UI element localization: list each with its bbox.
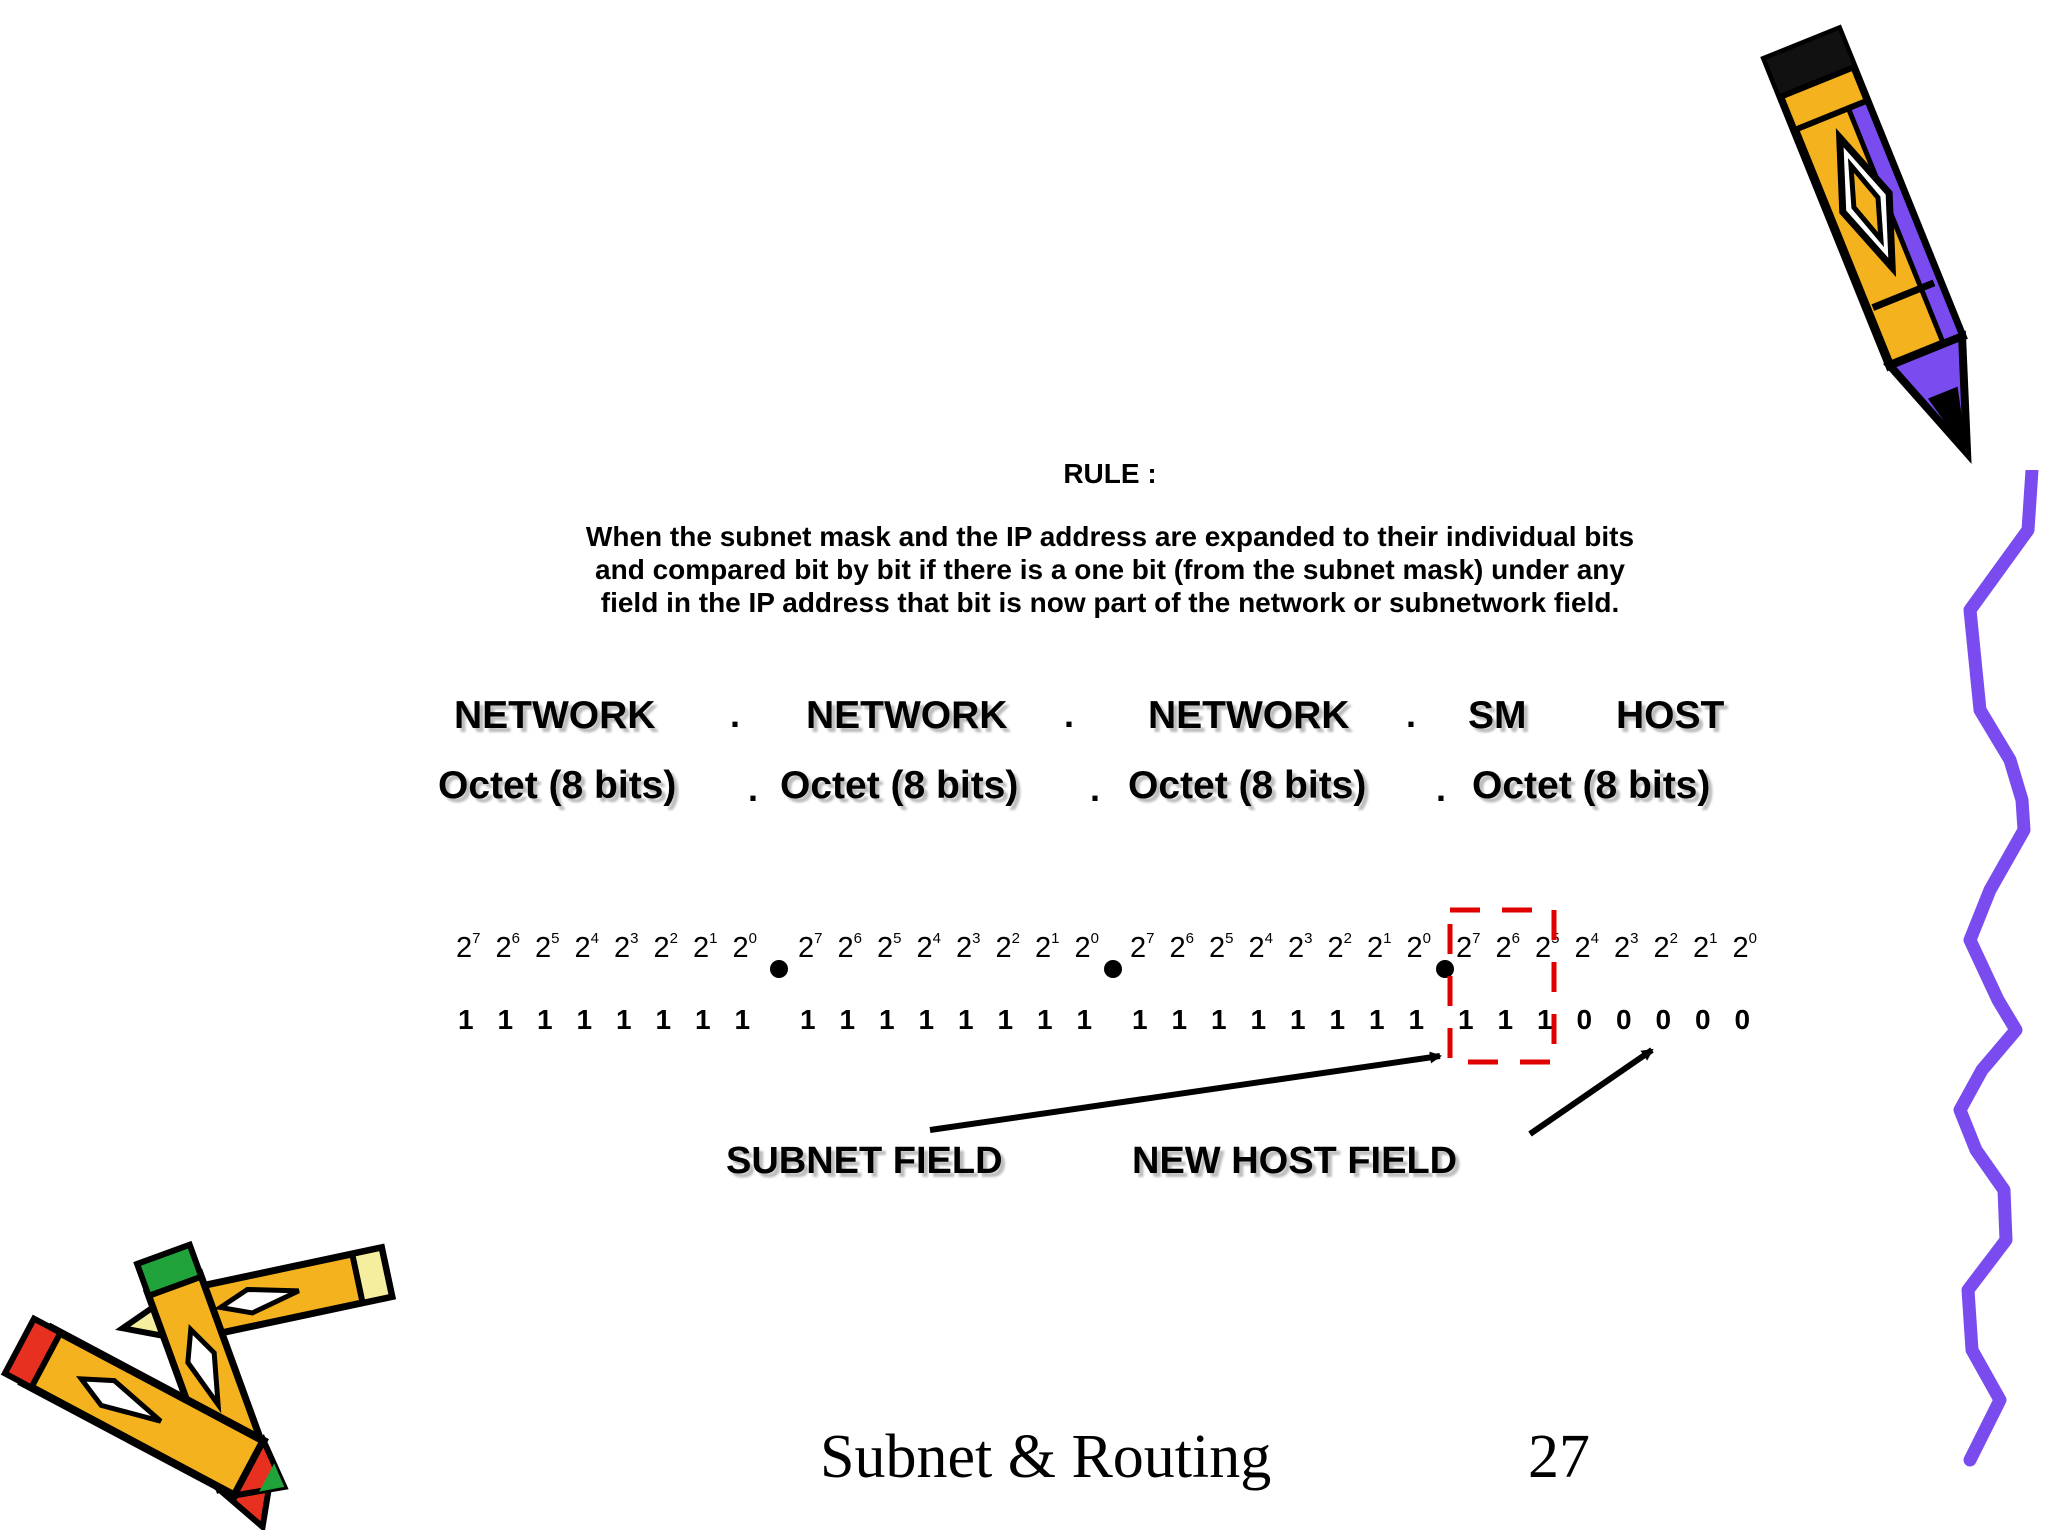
crossed-pencils-icon bbox=[0, 1240, 397, 1530]
dot-separator: . bbox=[1090, 768, 1101, 809]
power-of-two: 25 bbox=[877, 930, 902, 964]
bit-value: 1 bbox=[576, 1004, 593, 1035]
bit-value: 1 bbox=[695, 1004, 711, 1035]
power-of-two: 25 bbox=[535, 930, 560, 964]
octet-dot bbox=[770, 960, 788, 978]
field-header-network-1: NETWORK bbox=[454, 694, 656, 737]
bit-value: 1 bbox=[1171, 1004, 1188, 1035]
dot-separator: . bbox=[1064, 694, 1075, 735]
field-header-network-2: NETWORK bbox=[806, 694, 1008, 737]
rule-text: When the subnet mask and the IP address … bbox=[420, 520, 1800, 619]
power-of-two: 25 bbox=[1209, 930, 1234, 964]
pencil-icon bbox=[1760, 24, 1972, 464]
bit-value: 0 bbox=[1695, 1004, 1711, 1035]
power-of-two: 27 bbox=[1130, 930, 1155, 964]
power-of-two: 26 bbox=[1495, 930, 1520, 964]
octet-label-1: Octet (8 bits) bbox=[438, 764, 677, 807]
power-of-two: 26 bbox=[837, 930, 862, 964]
power-of-two: 22 bbox=[653, 930, 678, 964]
bit-value: 1 bbox=[497, 1004, 514, 1035]
bit-value: 1 bbox=[918, 1004, 935, 1035]
octet-dot bbox=[1104, 960, 1122, 978]
bit-value: 1 bbox=[458, 1004, 474, 1035]
power-of-two: 20 bbox=[1406, 930, 1431, 964]
bit-value: 1 bbox=[879, 1004, 895, 1035]
power-of-two: 27 bbox=[1456, 930, 1481, 964]
power-of-two: 22 bbox=[1653, 930, 1678, 964]
power-of-two: 27 bbox=[798, 930, 823, 964]
field-header-host: HOST bbox=[1616, 694, 1725, 737]
bit-value: 1 bbox=[839, 1004, 856, 1035]
power-of-two: 20 bbox=[732, 930, 757, 964]
bit-value: 0 bbox=[1655, 1004, 1672, 1035]
field-header-sm: SM bbox=[1468, 694, 1527, 737]
bit-value: 1 bbox=[1537, 1004, 1553, 1035]
bit-value: 1 bbox=[537, 1004, 553, 1035]
power-of-two: 26 bbox=[1169, 930, 1194, 964]
rule-line: and compared bit by bit if there is a on… bbox=[595, 554, 1625, 585]
rule-line: When the subnet mask and the IP address … bbox=[585, 521, 1635, 552]
dot-separator: . bbox=[1406, 694, 1417, 735]
bit-value: 1 bbox=[958, 1004, 974, 1035]
dot-separator: . bbox=[1436, 768, 1447, 809]
bit-value: 1 bbox=[734, 1004, 751, 1035]
dot-separator: . bbox=[730, 694, 741, 735]
bit-value: 1 bbox=[1211, 1004, 1227, 1035]
power-of-two: 24 bbox=[1248, 930, 1273, 964]
power-of-two: 20 bbox=[1732, 930, 1757, 964]
power-of-two: 23 bbox=[614, 930, 639, 964]
footer-title: Subnet & Routing bbox=[820, 1423, 1272, 1491]
power-of-two: 23 bbox=[956, 930, 981, 964]
bit-value: 0 bbox=[1576, 1004, 1593, 1035]
dot-separator: . bbox=[748, 768, 759, 809]
power-of-two: 23 bbox=[1614, 930, 1639, 964]
bit-value: 1 bbox=[1250, 1004, 1267, 1035]
power-of-two: 27 bbox=[456, 930, 481, 964]
page-number: 27 bbox=[1528, 1423, 1590, 1491]
octet-label-4: Octet (8 bits) bbox=[1472, 764, 1711, 807]
bit-value: 1 bbox=[1076, 1004, 1093, 1035]
power-of-two: 24 bbox=[1574, 930, 1599, 964]
new-host-field-arrow bbox=[1528, 1047, 1654, 1137]
bit-value: 1 bbox=[1497, 1004, 1514, 1035]
octet-dot bbox=[1436, 960, 1454, 978]
bit-value: 1 bbox=[1290, 1004, 1306, 1035]
power-of-two: 20 bbox=[1074, 930, 1099, 964]
field-header-network-3: NETWORK bbox=[1148, 694, 1350, 737]
bit-value: 1 bbox=[800, 1004, 816, 1035]
power-of-two: 23 bbox=[1288, 930, 1313, 964]
power-of-two: 22 bbox=[995, 930, 1020, 964]
rule-heading: RULE : bbox=[1063, 458, 1157, 489]
subnet-field-arrow bbox=[929, 1051, 1442, 1133]
power-of-two: 21 bbox=[693, 930, 718, 964]
bit-value: 1 bbox=[1037, 1004, 1053, 1035]
bit-value: 1 bbox=[1369, 1004, 1385, 1035]
power-of-two: 24 bbox=[916, 930, 941, 964]
bit-value: 0 bbox=[1616, 1004, 1632, 1035]
bit-value: 1 bbox=[655, 1004, 672, 1035]
power-of-two: 21 bbox=[1035, 930, 1060, 964]
bit-value: 1 bbox=[1329, 1004, 1346, 1035]
power-of-two: 22 bbox=[1327, 930, 1352, 964]
bit-value: 1 bbox=[997, 1004, 1014, 1035]
octet-label-3: Octet (8 bits) bbox=[1128, 764, 1367, 807]
subnet-field-label: SUBNET FIELD bbox=[726, 1140, 1003, 1182]
octet-label-2: Octet (8 bits) bbox=[780, 764, 1019, 807]
new-host-field-label: NEW HOST FIELD bbox=[1132, 1140, 1458, 1182]
power-of-two: 21 bbox=[1693, 930, 1718, 964]
squiggle-border-icon bbox=[1953, 470, 2039, 1467]
bit-value: 1 bbox=[1408, 1004, 1425, 1035]
subnet-highlight-box bbox=[1447, 907, 1557, 1065]
bit-value: 0 bbox=[1734, 1004, 1751, 1035]
bit-value: 1 bbox=[616, 1004, 632, 1035]
bit-value: 1 bbox=[1132, 1004, 1148, 1035]
bit-value: 1 bbox=[1458, 1004, 1474, 1035]
power-of-two: 24 bbox=[574, 930, 599, 964]
power-of-two: 26 bbox=[495, 930, 520, 964]
rule-line: field in the IP address that bit is now … bbox=[600, 587, 1620, 618]
power-of-two: 21 bbox=[1367, 930, 1392, 964]
